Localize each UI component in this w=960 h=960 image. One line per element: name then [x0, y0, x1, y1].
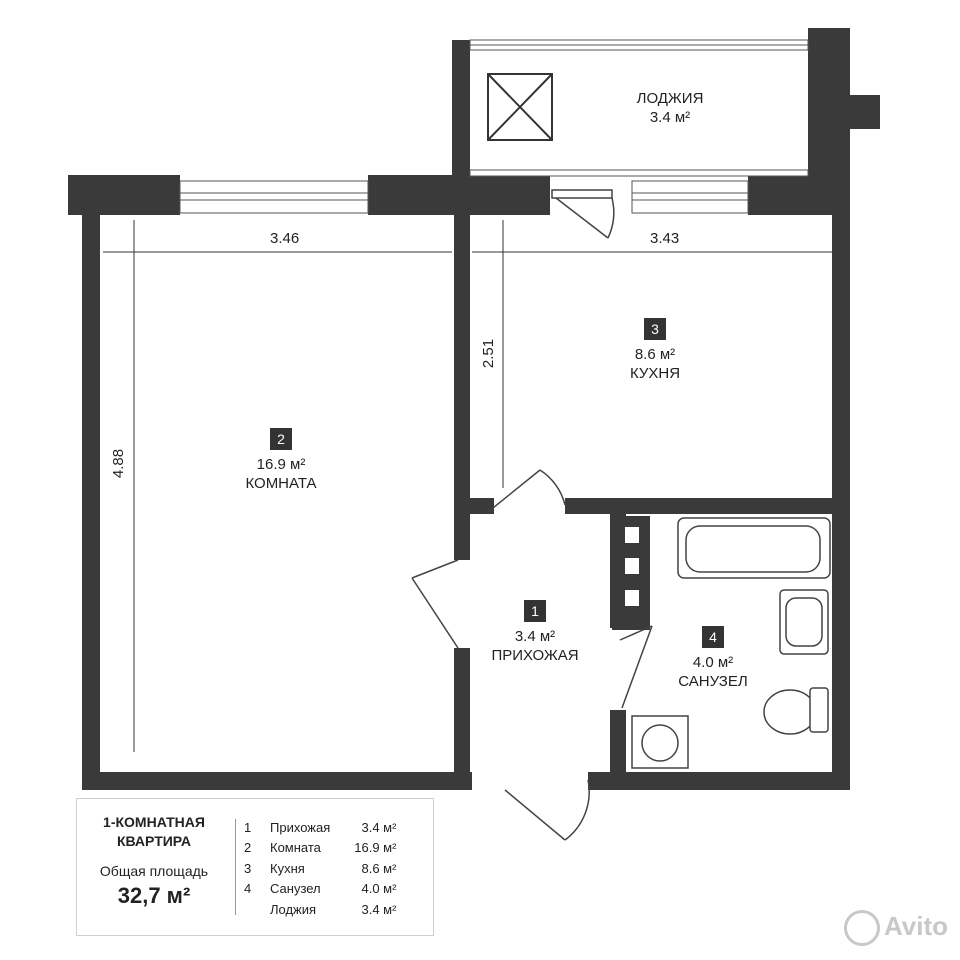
wall-right — [832, 175, 850, 790]
wall-top-left-end — [68, 175, 180, 215]
legend-divider — [235, 819, 236, 915]
legend-total: 32,7 м² — [117, 883, 191, 908]
room-area: 16.9 м² — [256, 456, 306, 473]
loggia-name: ЛОДЖИЯ — [636, 90, 704, 107]
legend-summary: 1-КОМНАТНАЯ КВАРТИРА Общая площадь 32,7 … — [77, 813, 231, 909]
room-area: 4.0 м² — [692, 654, 734, 671]
wall-left — [82, 175, 100, 790]
watermark-text: Avito — [883, 910, 948, 941]
room-name: САНУЗЕЛ — [678, 672, 748, 690]
toilet — [763, 689, 817, 735]
wall-bottom-left — [82, 772, 472, 790]
wall-bottom-right — [588, 772, 850, 790]
legend-title-2: КВАРТИРА — [116, 833, 192, 849]
room-name: ПРИХОЖАЯ — [491, 646, 579, 664]
room-number-badge: 4 — [702, 626, 724, 648]
dim-room-width: 3.46 — [270, 230, 300, 247]
wall-bath-left-low — [610, 710, 626, 790]
room-name: КОМНАТА — [245, 474, 317, 492]
loggia-box — [487, 73, 553, 141]
wall-partition-upper — [454, 210, 470, 510]
legend-title-1: 1-КОМНАТНАЯ — [103, 814, 205, 830]
room-2-label: 2 16.9 м² КОМНАТА — [216, 428, 346, 494]
dim-room-depth: 4.88 — [110, 448, 128, 479]
avito-watermark: Avito — [843, 910, 948, 946]
room-number-badge: 3 — [644, 318, 666, 340]
wall-partition-low — [454, 648, 470, 788]
room-3-label: 3 8.6 м² КУХНЯ — [590, 318, 720, 384]
loggia-wall-left — [452, 40, 470, 190]
loggia-wall-right — [808, 28, 850, 198]
window-room — [179, 180, 369, 214]
room-name: КУХНЯ — [629, 364, 681, 382]
loggia-area: 3.4 м² — [649, 108, 691, 126]
legend-subtitle: Общая площадь — [99, 863, 209, 879]
dim-kitchen-width: 3.43 — [650, 230, 680, 247]
wall-partition-mid — [454, 500, 470, 560]
avito-logo-icon — [843, 910, 880, 946]
dim-kitchen-depth: 2.51 — [480, 338, 498, 369]
area-legend: 1-КОМНАТНАЯ КВАРТИРА Общая площадь 32,7 … — [76, 798, 434, 936]
wall-kitchen-bottom — [470, 498, 494, 514]
loggia-wall-tab — [848, 95, 880, 129]
room-4-label: 4 4.0 м² САНУЗЕЛ — [648, 626, 778, 692]
room-area: 8.6 м² — [634, 346, 676, 363]
room-1-label: 1 3.4 м² ПРИХОЖАЯ — [470, 600, 600, 666]
wall-kitchen-bottom-2 — [565, 498, 835, 514]
room-number-badge: 2 — [270, 428, 292, 450]
room-area: 3.4 м² — [514, 628, 556, 645]
loggia-label: ЛОДЖИЯ 3.4 м² — [600, 90, 740, 128]
room-number-badge: 1 — [524, 600, 546, 622]
window-kitchen — [631, 180, 749, 214]
